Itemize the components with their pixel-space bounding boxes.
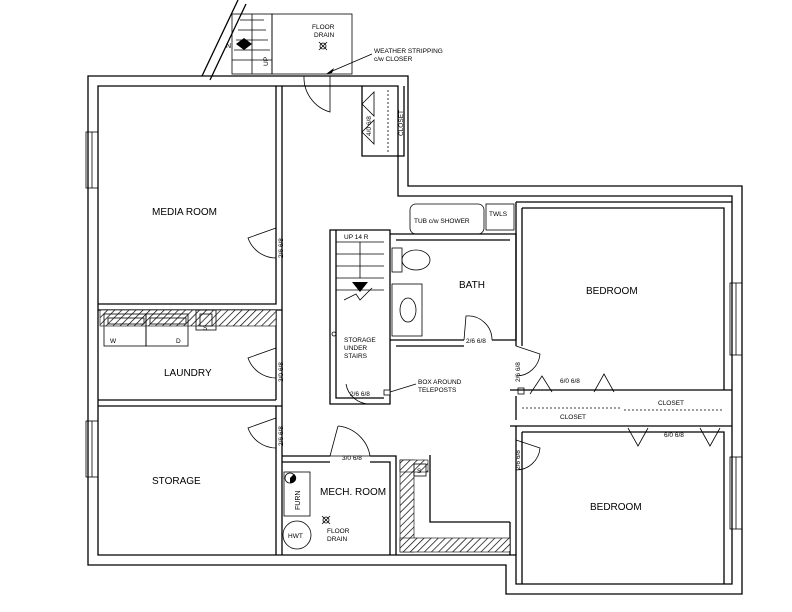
door-closet-top-label: 4/0 6/8 bbox=[366, 116, 373, 136]
windows bbox=[85, 131, 743, 530]
furnace-label: FURN bbox=[295, 491, 302, 510]
hwt-label: HWT bbox=[288, 533, 303, 540]
teleposts-leader bbox=[383, 383, 525, 396]
weather-stripping-label-2: c/w CLOSER bbox=[374, 56, 413, 63]
under-stairs-label-3: STAIRS bbox=[344, 353, 368, 360]
door-media-label: 2/6 6/8 bbox=[278, 238, 285, 258]
towels-label: TWLS bbox=[489, 211, 508, 218]
floor-drain-top-icon bbox=[318, 41, 328, 51]
door-bedroom2-label: 2/6 6/8 bbox=[515, 450, 522, 470]
weather-stripping-label-1: WEATHER STRIPPING bbox=[374, 48, 443, 55]
north-arrow-icon bbox=[236, 38, 252, 50]
floor-drain-mech-label-2: DRAIN bbox=[327, 536, 348, 543]
box-around-label-2: TELEPOSTS bbox=[418, 387, 457, 394]
door-storage-label: 2/6 6/8 bbox=[278, 426, 285, 446]
washer-label: W bbox=[110, 338, 117, 345]
door-bedroom1-label: 2/6 6/8 bbox=[515, 362, 522, 382]
doors bbox=[247, 75, 721, 471]
mech-room-label: MECH. ROOM bbox=[320, 487, 386, 498]
door-bath-label: 2/6 6/8 bbox=[466, 338, 486, 345]
door-mech-label: 3/0 6/8 bbox=[342, 455, 362, 462]
door-under-stairs-label: 2/6 6/8 bbox=[350, 391, 370, 398]
bath-fixtures bbox=[391, 203, 515, 337]
closet-top-label: CLOSET bbox=[398, 110, 405, 136]
laundry-fixtures bbox=[103, 309, 217, 347]
exterior-walls bbox=[87, 75, 743, 595]
north-label: N bbox=[226, 43, 231, 50]
dryer-label: D bbox=[176, 338, 181, 345]
stairs-arrow-icon bbox=[352, 282, 368, 292]
bedroom-1-label: BEDROOM bbox=[586, 286, 638, 297]
tub-label: TUB c/w SHOWER bbox=[414, 218, 470, 225]
floor-drain-mech-label-1: FLOOR bbox=[327, 528, 350, 535]
closet-shelves bbox=[387, 90, 722, 411]
box-around-label-1: BOX AROUND bbox=[418, 379, 462, 386]
door-laundry-label: 3/0 6/8 bbox=[278, 362, 285, 382]
door-closet-bed1-label: 6/0 6/8 bbox=[560, 378, 580, 385]
door-closet-bed2-label: 6/0 6/8 bbox=[664, 432, 684, 439]
bath-label: BATH bbox=[459, 280, 485, 291]
under-stairs-label-1: STORAGE bbox=[344, 337, 376, 344]
stairs-up-14r-label: UP 14 R bbox=[344, 234, 369, 241]
bedroom-2-label: BEDROOM bbox=[590, 502, 642, 513]
storage-label: STORAGE bbox=[152, 476, 201, 487]
mech-sink-label: S bbox=[417, 468, 422, 475]
floor-drain-top-label-1: FLOOR bbox=[312, 24, 335, 31]
closet-left-label: CLOSET bbox=[560, 414, 586, 421]
stairs-up-label: UP bbox=[263, 57, 270, 66]
laundry-label: LAUNDRY bbox=[164, 368, 212, 379]
interior-stairs bbox=[331, 241, 384, 337]
closet-right-label: CLOSET bbox=[658, 400, 684, 407]
laundry-sink-label: S bbox=[203, 325, 208, 332]
floor-drain-top-label-2: DRAIN bbox=[314, 32, 335, 39]
media-room-label: MEDIA ROOM bbox=[152, 207, 217, 218]
mech-fixtures bbox=[282, 463, 427, 550]
exterior-stairwell bbox=[201, 0, 353, 81]
under-stairs-label-2: UNDER bbox=[344, 345, 367, 352]
weather-stripping-leader bbox=[326, 53, 373, 74]
mech-bottom-hatch bbox=[399, 537, 511, 553]
